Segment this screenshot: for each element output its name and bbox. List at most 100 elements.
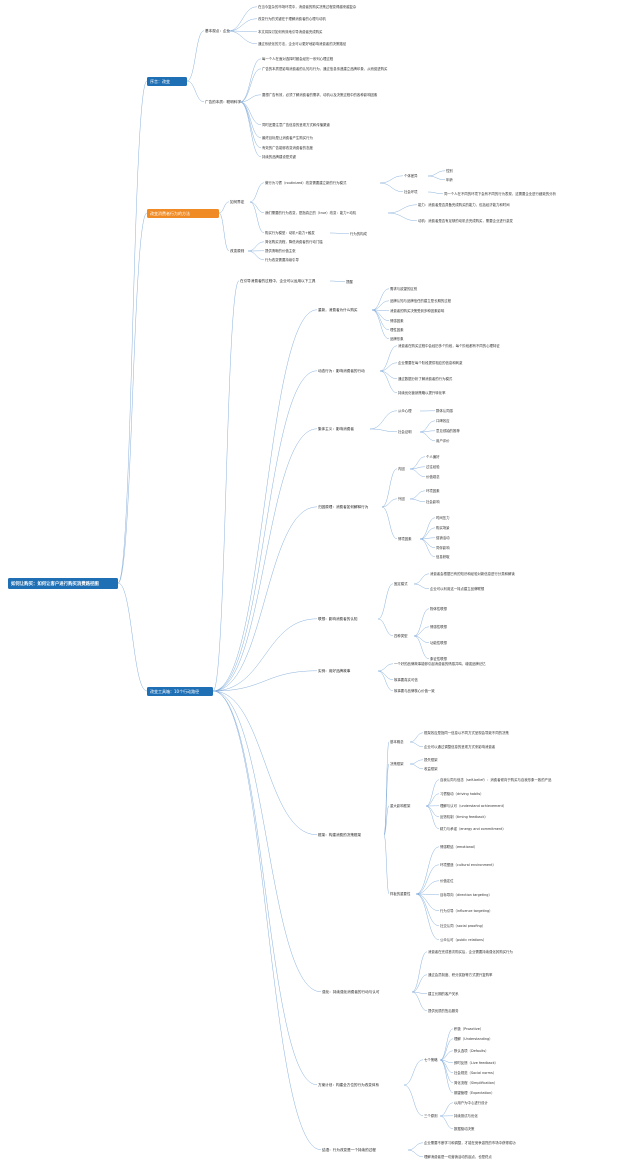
reinforce-item: 提供优质的售后服务: [428, 1008, 459, 1013]
collectivism-conformity-item: 群体认同感: [436, 408, 454, 413]
connector-line: [239, 101, 262, 158]
connector-line: [419, 538, 436, 558]
branch-preface-label: 序言：改变: [150, 78, 170, 84]
framing-basic: 基本概念: [390, 739, 404, 744]
connector-line: [383, 834, 390, 895]
connector-line: [409, 490, 426, 500]
connector-line: [117, 212, 148, 584]
branch-change-methods[interactable]: 改变消费者行为的方法: [147, 209, 219, 218]
attribution-situational: 情境因素: [398, 536, 412, 541]
collectivism-conformity: 从众心理: [398, 408, 412, 413]
connector-line: [117, 582, 148, 692]
connector-line: [379, 175, 404, 184]
connector-line: [239, 68, 262, 103]
dynamic-item: 持续优化营销策略以提升转化率: [398, 390, 446, 395]
connector-line: [415, 880, 440, 895]
branch-toolbox[interactable]: 改变工具箱：10个行动路径: [147, 687, 213, 696]
connector-line: [227, 18, 258, 32]
connector-line: [249, 182, 265, 203]
change-social-environment-detail: 同一个人在不同的环境下会有不同的行为表现，这需要企业进行细致的分析: [444, 191, 556, 196]
connector-line: [439, 1059, 454, 1094]
connector-line: [381, 468, 398, 508]
preface-ad-essence-item: 有效的广告能够改变消费者的态度: [262, 145, 313, 150]
framing-sample: 样板的重要性: [390, 891, 411, 896]
mind-map-nodes: 如何让购买：如何让客户进行购买消费路径图 序言：改变改变消费者行为的方法改变工具箱…: [8, 4, 556, 1159]
change-define: 如何界定: [230, 199, 245, 204]
connector-line: [425, 779, 440, 807]
connector-line: [439, 1115, 454, 1130]
plan-three-principles: 三个原则: [424, 1113, 438, 1118]
connector-line: [411, 991, 428, 995]
change-principle-item: 行为改变需要持续引导: [265, 257, 300, 262]
connector-line: [379, 362, 398, 372]
collectivism-social-proof: 社会证明: [398, 429, 412, 434]
connector-line: [413, 626, 430, 637]
toolbox-intro-tag: 提醒: [346, 279, 353, 284]
connector-line: [427, 170, 446, 177]
association-types: 四种类型: [394, 633, 408, 638]
connector-line: [419, 538, 436, 549]
change-social-environment: 社会环境: [404, 189, 418, 194]
connector-line: [239, 58, 262, 103]
connector-line: [371, 309, 390, 340]
branch-preface-background: [147, 77, 187, 86]
why-buy-item: 品牌形象: [390, 336, 404, 341]
collectivism-social-proof-item: 用户评价: [436, 438, 450, 443]
connector-line: [239, 94, 262, 103]
dynamic-item: 企业需要在每个阶段提供相应的信息和刺激: [398, 360, 463, 365]
plan-strategy-item: 积极（Proactive）: [454, 1026, 483, 1031]
attribution-internal-item: 价值观念: [426, 474, 440, 479]
connector-line: [371, 309, 390, 312]
connector-line: [186, 30, 205, 82]
story-item: 故事要真实可信: [394, 677, 418, 682]
framing-major-item: 理解与认可（understand achievement）: [440, 803, 506, 808]
branch-toolbox-label: 改变工具箱：10个行动路径: [150, 688, 199, 694]
branch-change-methods-background: [147, 209, 219, 218]
connector-line: [369, 410, 398, 430]
reinforce-item: 通过会员制度、积分奖励等方式提升复购率: [428, 972, 493, 977]
association-type-item: 物体性联想: [430, 606, 448, 611]
connector-line: [409, 732, 424, 743]
connector-line: [212, 670, 318, 692]
framing-major-item: 习惯驱动（driving habits）: [440, 791, 484, 796]
branch-preface[interactable]: 序言：改变: [147, 77, 187, 86]
root-node[interactable]: 如何让购买：如何让客户进行购买消费路径图: [8, 578, 118, 589]
toolbox-section-dynamic: 动态行为：影响消费者的行动: [318, 368, 365, 373]
change-behavior-components: 行为的构成: [350, 231, 368, 236]
connector-line: [379, 345, 398, 372]
connector-line: [239, 101, 262, 139]
connector-line: [387, 204, 418, 214]
connector-line: [409, 741, 424, 748]
change-principle-item: 简化购买流程，降低消费者的行动门槛: [265, 239, 323, 244]
framing-decision-item: 损失框架: [424, 757, 438, 762]
toolbox-section-attribution: 归因原理：消费者如何解释行为: [318, 504, 369, 509]
connector-line: [212, 690, 318, 836]
connector-line: [212, 370, 318, 692]
connector-line: [415, 893, 440, 896]
preface-basic-view: 基本观点：企业: [205, 28, 231, 33]
framing-major-item: 自我认同与信念（self-belief）：消费者倾向于购买与自我形象一致的产品: [440, 777, 552, 782]
connector-line: [425, 805, 440, 818]
connector-line: [377, 583, 394, 620]
connector-line: [403, 1084, 424, 1117]
attribution-external-item: 社会影响: [426, 499, 440, 504]
connector-line: [413, 635, 430, 660]
preface-basic-view-item: 通过系统化的方法，企业可以更好地影响消费者的决策路径: [258, 41, 347, 46]
plan-strategy-item: 理解（Understanding）: [454, 1036, 493, 1041]
attribution-external-item: 环境因素: [426, 488, 440, 493]
toolbox-section-collectivism: 集体主义：影响消费者: [318, 426, 354, 431]
preface-ad-essence-item: 每一个人在面对选择时都会经历一系列心理过程: [262, 56, 334, 61]
connector-line: [409, 759, 424, 765]
framing-major: 重大影响框架: [390, 803, 411, 808]
preface-ad-essence-item: 广告的本质是影响消费者的认知与行为，通过信息传递建立品牌印象，从而促进购买: [262, 66, 388, 71]
attribution-situational-item: 促销活动: [436, 535, 450, 540]
connector-line: [239, 101, 262, 126]
connector-line: [411, 951, 428, 993]
plan-strategy-item: 即时反馈（Live feedback）: [454, 1060, 498, 1065]
framing-sample-item: 目标导向（direction targeting）: [440, 892, 492, 897]
change-principles: 改变原则: [230, 248, 245, 253]
conclusion-item: 企业需要不断学习和调整，才能在竞争激烈的市场中获得成功: [424, 1140, 516, 1145]
connector-line: [227, 6, 258, 32]
toolbox-section-association: 联想：影响消费者的认知: [318, 616, 358, 621]
connector-line: [381, 506, 398, 540]
